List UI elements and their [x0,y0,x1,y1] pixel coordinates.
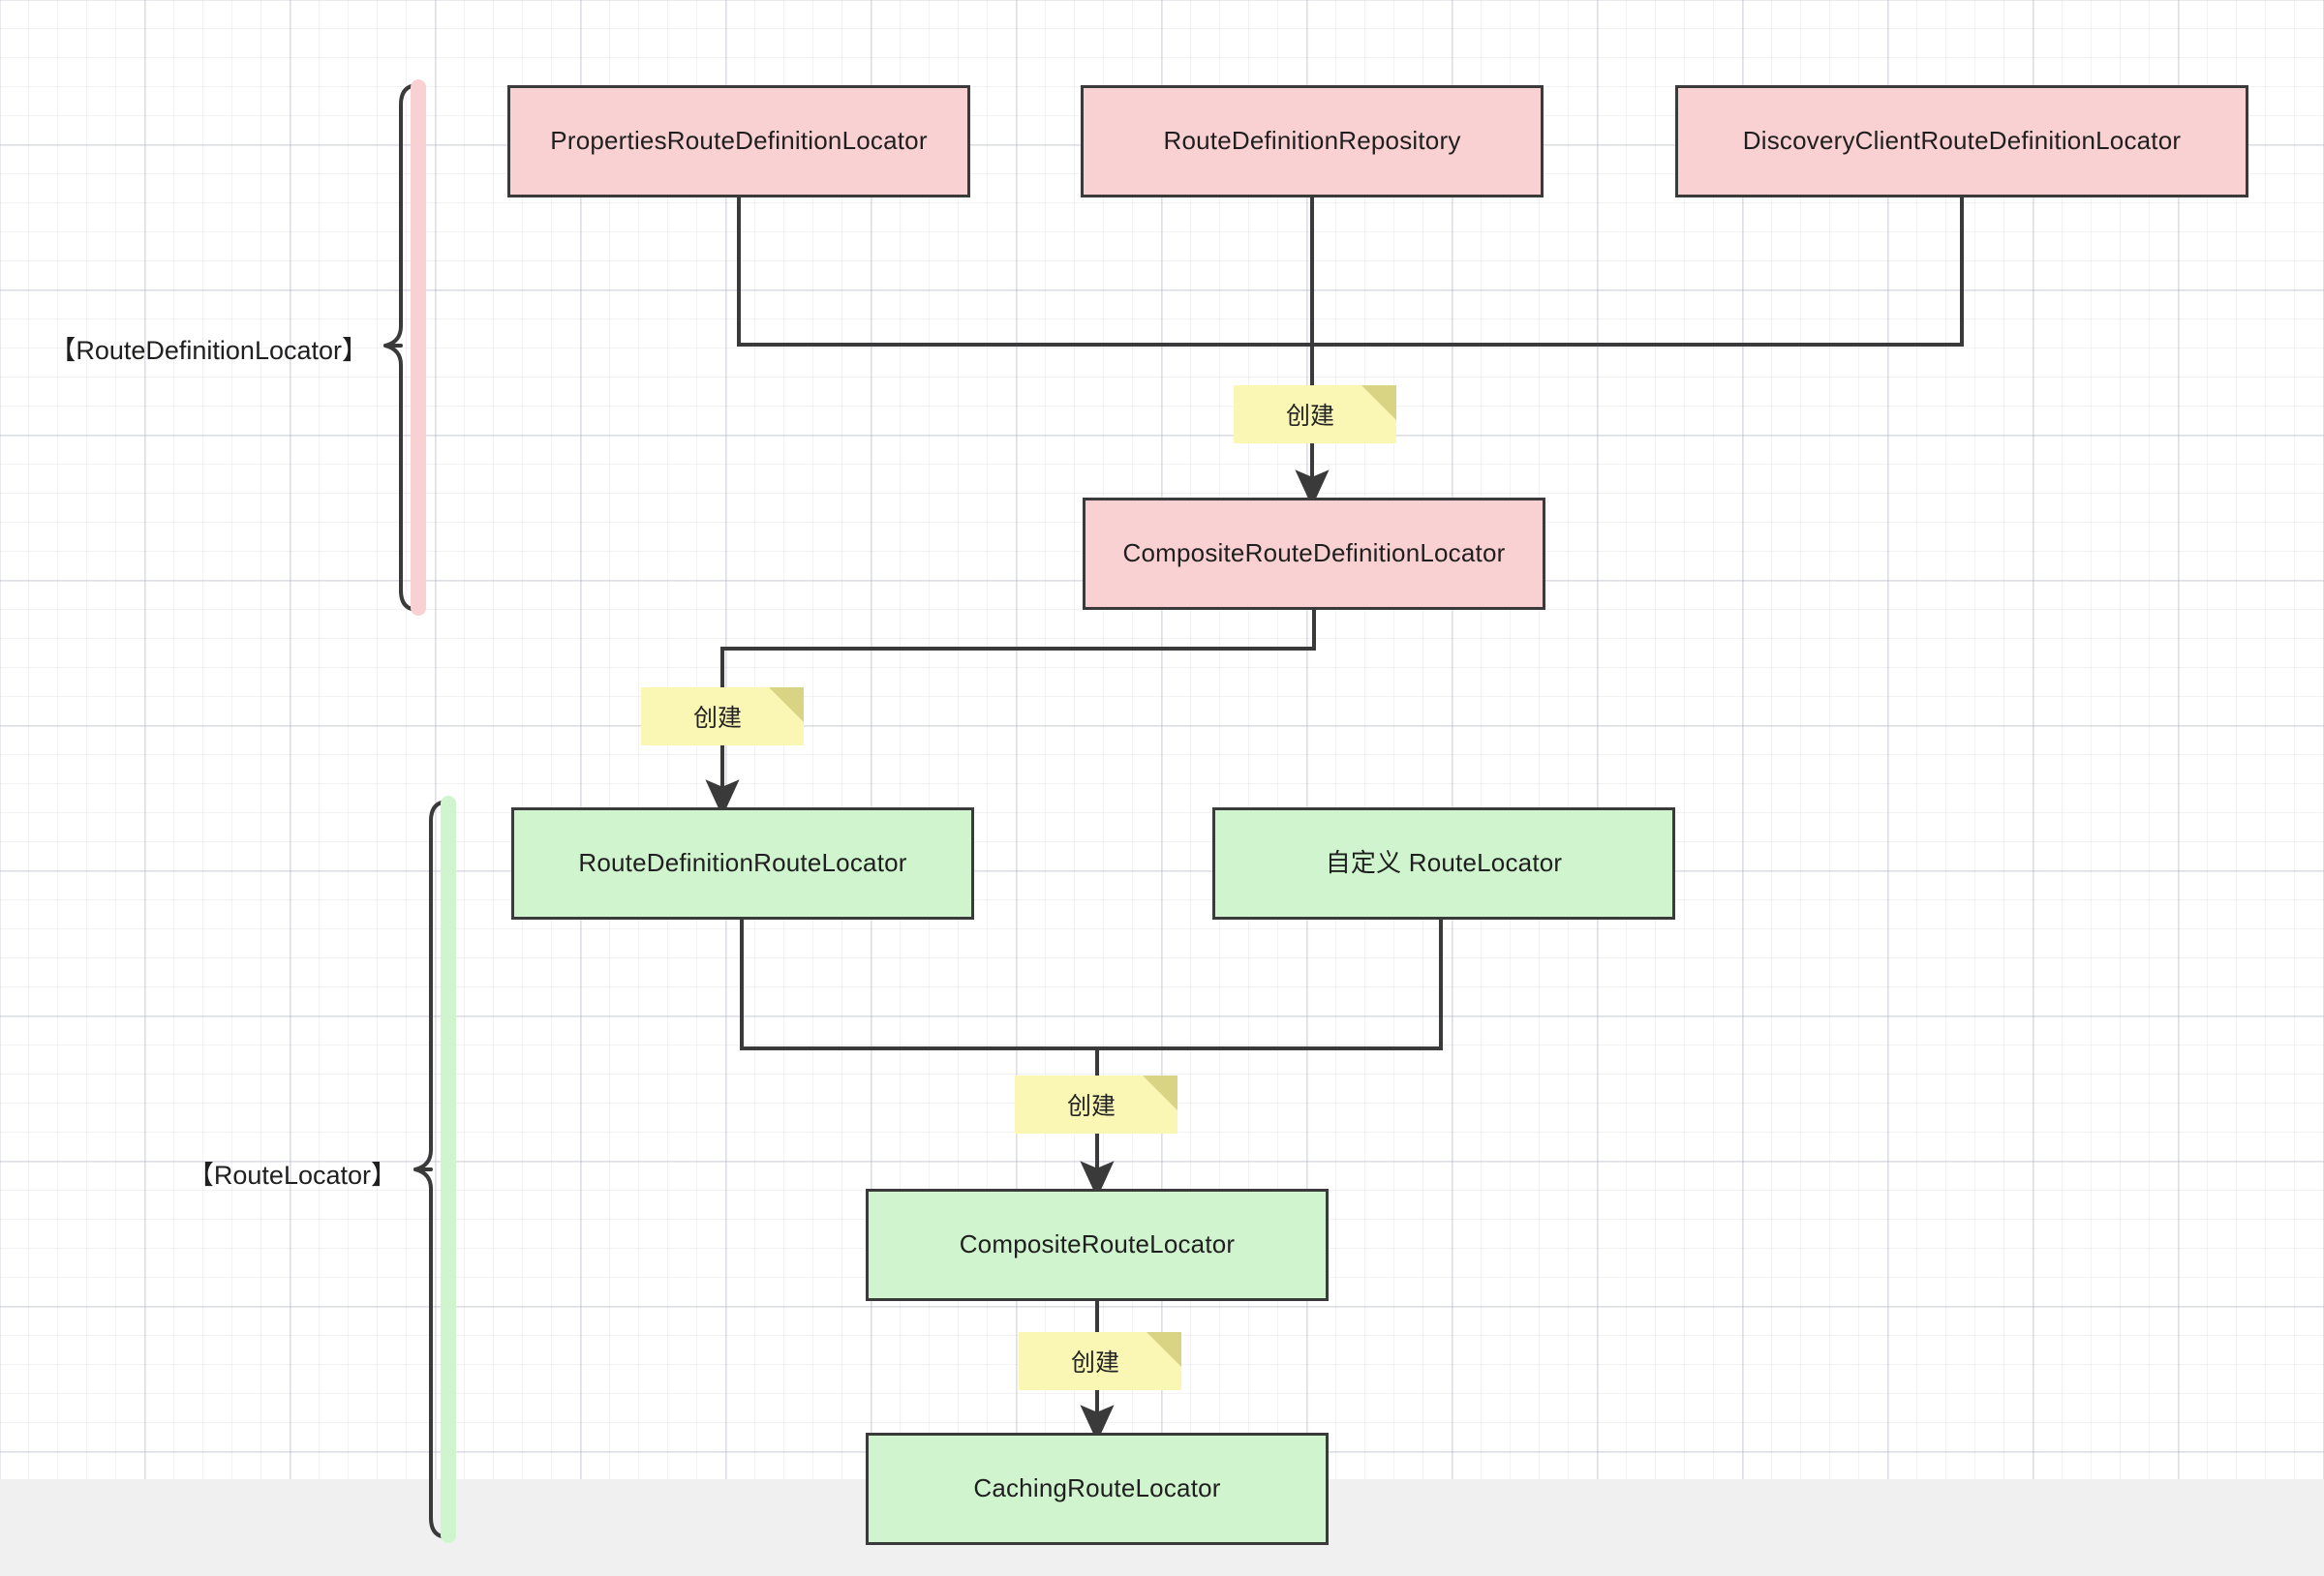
node-discovery-client-route-definition-locator[interactable]: DiscoveryClientRouteDefinitionLocator [1675,85,2248,197]
node-composite-route-definition-locator[interactable]: CompositeRouteDefinitionLocator [1083,498,1545,610]
node-composite-route-locator[interactable]: CompositeRouteLocator [866,1189,1329,1301]
node-route-definition-route-locator[interactable]: RouteDefinitionRouteLocator [511,807,974,920]
sticky-note-create-caching-route-locator[interactable]: 创建 [1019,1332,1181,1390]
sticky-note-label: 创建 [1285,403,1334,430]
note-fold-icon [1143,1076,1177,1110]
node-caching-route-locator[interactable]: CachingRouteLocator [866,1433,1329,1545]
sticky-note-create-route-definition-route-locator[interactable]: 创建 [641,687,804,745]
node-route-definition-repository[interactable]: RouteDefinitionRepository [1081,85,1544,197]
node-custom-route-locator[interactable]: 自定义 RouteLocator [1212,807,1675,920]
sticky-note-create-composite-route-definition-locator[interactable]: 创建 [1234,385,1396,443]
note-fold-icon [1361,385,1396,420]
node-properties-route-definition-locator[interactable]: PropertiesRouteDefinitionLocator [507,85,970,197]
note-fold-icon [1147,1332,1181,1367]
sticky-note-label: 创建 [1066,1093,1116,1120]
group-label-route-locator: 【RouteLocator】 [187,1161,397,1190]
note-fold-icon [769,687,804,722]
sticky-note-label: 创建 [692,705,742,732]
sticky-note-create-composite-route-locator[interactable]: 创建 [1015,1076,1177,1134]
sticky-note-label: 创建 [1070,1349,1119,1377]
group-label-route-definition-locator: 【RouteDefinitionLocator】 [49,336,368,365]
